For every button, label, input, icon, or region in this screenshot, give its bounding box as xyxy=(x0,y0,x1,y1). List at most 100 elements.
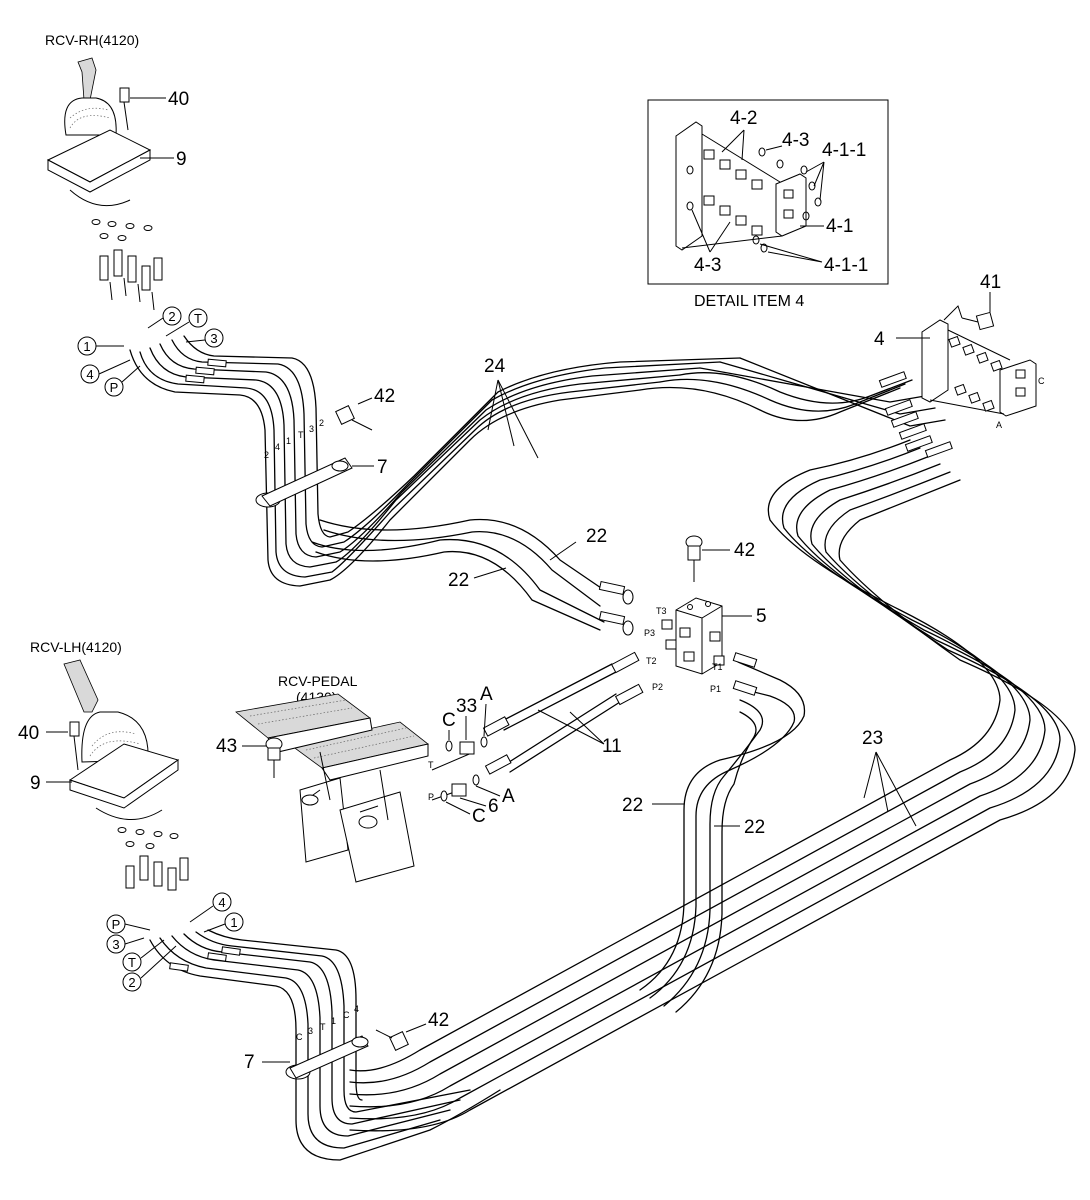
callout-22-top: 22 xyxy=(586,526,607,547)
port-mark-t3: T3 xyxy=(656,606,667,616)
lh-port-4: 4 xyxy=(218,895,225,910)
callout-5: 5 xyxy=(756,606,767,627)
lh-clamp-bar xyxy=(289,1035,369,1079)
callout-lh-40: 40 xyxy=(18,723,39,744)
hoses-22: 22 22 22 22 xyxy=(311,518,806,1013)
rcv-pedal-assembly: RCV-PEDAL (4130) T P 43 C 33 A xyxy=(216,673,515,883)
rh-bolt-head xyxy=(119,87,130,103)
lh-port-3: 3 xyxy=(112,937,119,952)
rh-base-side xyxy=(47,149,151,193)
hoses-11: 11 xyxy=(482,651,644,775)
callout-rh-40: 40 xyxy=(168,89,189,110)
callout-33: 33 xyxy=(456,696,477,717)
label-23: 23 xyxy=(862,728,917,827)
rcv-rh-title: RCV-RH(4120) xyxy=(45,32,139,48)
detail-label-4-3-bottom: 4-3 xyxy=(694,255,721,276)
port-mark-a-right: A xyxy=(996,420,1002,430)
rcv-lh-assembly: RCV-LH(4120) 40 9 xyxy=(18,639,189,891)
rh-port-4: 4 xyxy=(86,367,93,382)
svg-text:2: 2 xyxy=(319,418,324,428)
port-mark-t1: T1 xyxy=(712,662,723,672)
svg-text:4: 4 xyxy=(354,1004,359,1014)
callout-22-lower-right: 22 xyxy=(744,817,765,838)
callout-22-lower-left: 22 xyxy=(622,795,643,816)
callout-lh-42: 42 xyxy=(428,1010,449,1031)
main-hose-run xyxy=(349,357,1076,1132)
detail-item-4: 4-2 4-3 4-1-1 4-1 4-3 4-1-1 DETAIL ITEM … xyxy=(647,99,889,310)
rh-clamp-bolt xyxy=(335,405,373,431)
callout-c-top: C xyxy=(442,710,456,731)
rh-fittings xyxy=(99,249,163,291)
leader-22-left xyxy=(473,567,507,579)
rh-boot xyxy=(64,97,117,136)
detail-label-4-3-top: 4-3 xyxy=(782,130,809,151)
rcv-pedal-title-1: RCV-PEDAL xyxy=(278,673,358,689)
label-24: 24 xyxy=(484,356,539,459)
port-mark-t-pedal: T xyxy=(428,760,434,770)
svg-text:4: 4 xyxy=(275,442,280,452)
lh-port-labels: P 3 T 2 4 1 xyxy=(106,892,244,992)
svg-text:1: 1 xyxy=(331,1016,336,1026)
callout-lh-7: 7 xyxy=(244,1052,255,1073)
svg-text:2: 2 xyxy=(264,450,269,460)
rh-clamp-bar xyxy=(261,457,353,507)
callout-23: 23 xyxy=(862,728,883,749)
lh-port-1: 1 xyxy=(230,915,237,930)
manifold-block-4: C A 4 41 xyxy=(874,272,1045,430)
detail-label-4-1-1-bottom: 4-1-1 xyxy=(824,255,868,276)
callout-lh-9: 9 xyxy=(30,773,41,794)
leader-11 xyxy=(537,709,605,745)
callout-6: 6 xyxy=(488,796,499,817)
svg-text:3: 3 xyxy=(308,1026,313,1036)
svg-text:C: C xyxy=(296,1032,303,1042)
rcv-lh-title: RCV-LH(4120) xyxy=(30,639,122,655)
callout-42-mid: 42 xyxy=(734,540,755,561)
callout-c-bottom: C xyxy=(472,806,486,827)
svg-text:1: 1 xyxy=(286,436,291,446)
port-mark-p3: P3 xyxy=(644,628,655,638)
callout-11: 11 xyxy=(602,736,622,757)
rh-port-p: P xyxy=(110,380,119,395)
detail-label-4-2: 4-2 xyxy=(730,108,757,129)
rh-port-2: 2 xyxy=(168,309,175,324)
rh-port-labels: 1 4 P 2 T 3 xyxy=(77,306,224,397)
svg-text:3: 3 xyxy=(309,424,314,434)
detail-label-4-1: 4-1 xyxy=(826,216,853,237)
port-mark-p-pedal: P xyxy=(428,792,434,802)
rh-o-rings xyxy=(91,219,153,241)
rcv-rh-assembly: RCV-RH(4120) 40 9 xyxy=(45,32,189,311)
lh-clamp-bolt xyxy=(375,1029,409,1051)
bolt-42-mid xyxy=(685,535,703,582)
callout-41: 41 xyxy=(980,272,1001,293)
bolt-41 xyxy=(961,311,995,331)
block-5: T3 P3 T2 P2 T1 P1 5 42 xyxy=(644,535,767,694)
svg-text:T: T xyxy=(320,1022,326,1032)
callout-22-left: 22 xyxy=(448,570,469,591)
port-mark-p2: P2 xyxy=(652,682,663,692)
detail-title: DETAIL ITEM 4 xyxy=(694,293,804,310)
port-mark-t2: T2 xyxy=(646,656,657,666)
lh-port-p: P xyxy=(112,917,121,932)
callout-a-bottom: A xyxy=(502,786,515,807)
detail-label-4-1-1-top: 4-1-1 xyxy=(822,140,866,161)
rh-port-1: 1 xyxy=(83,339,90,354)
rh-port-3: 3 xyxy=(210,331,217,346)
rh-body xyxy=(69,189,131,207)
callout-rh-42: 42 xyxy=(374,386,395,407)
port-mark-c-right: C xyxy=(1038,376,1045,386)
leader-lh-42 xyxy=(405,1023,427,1033)
svg-text:C: C xyxy=(343,1010,350,1020)
lh-hose-bundle: C3 T1 C4 7 42 xyxy=(149,929,501,1161)
callout-43: 43 xyxy=(216,736,237,757)
svg-text:T: T xyxy=(298,430,304,440)
leader-rh-42 xyxy=(357,397,373,405)
rh-bolt-shank xyxy=(123,101,129,131)
callout-a-top: A xyxy=(480,684,493,705)
callout-4: 4 xyxy=(874,329,885,350)
rh-fitting-stems xyxy=(109,277,155,311)
rh-boot-texture xyxy=(69,107,111,129)
rh-port-t: T xyxy=(194,311,202,326)
leader-22-top xyxy=(549,541,577,561)
callout-rh-7: 7 xyxy=(377,457,388,478)
